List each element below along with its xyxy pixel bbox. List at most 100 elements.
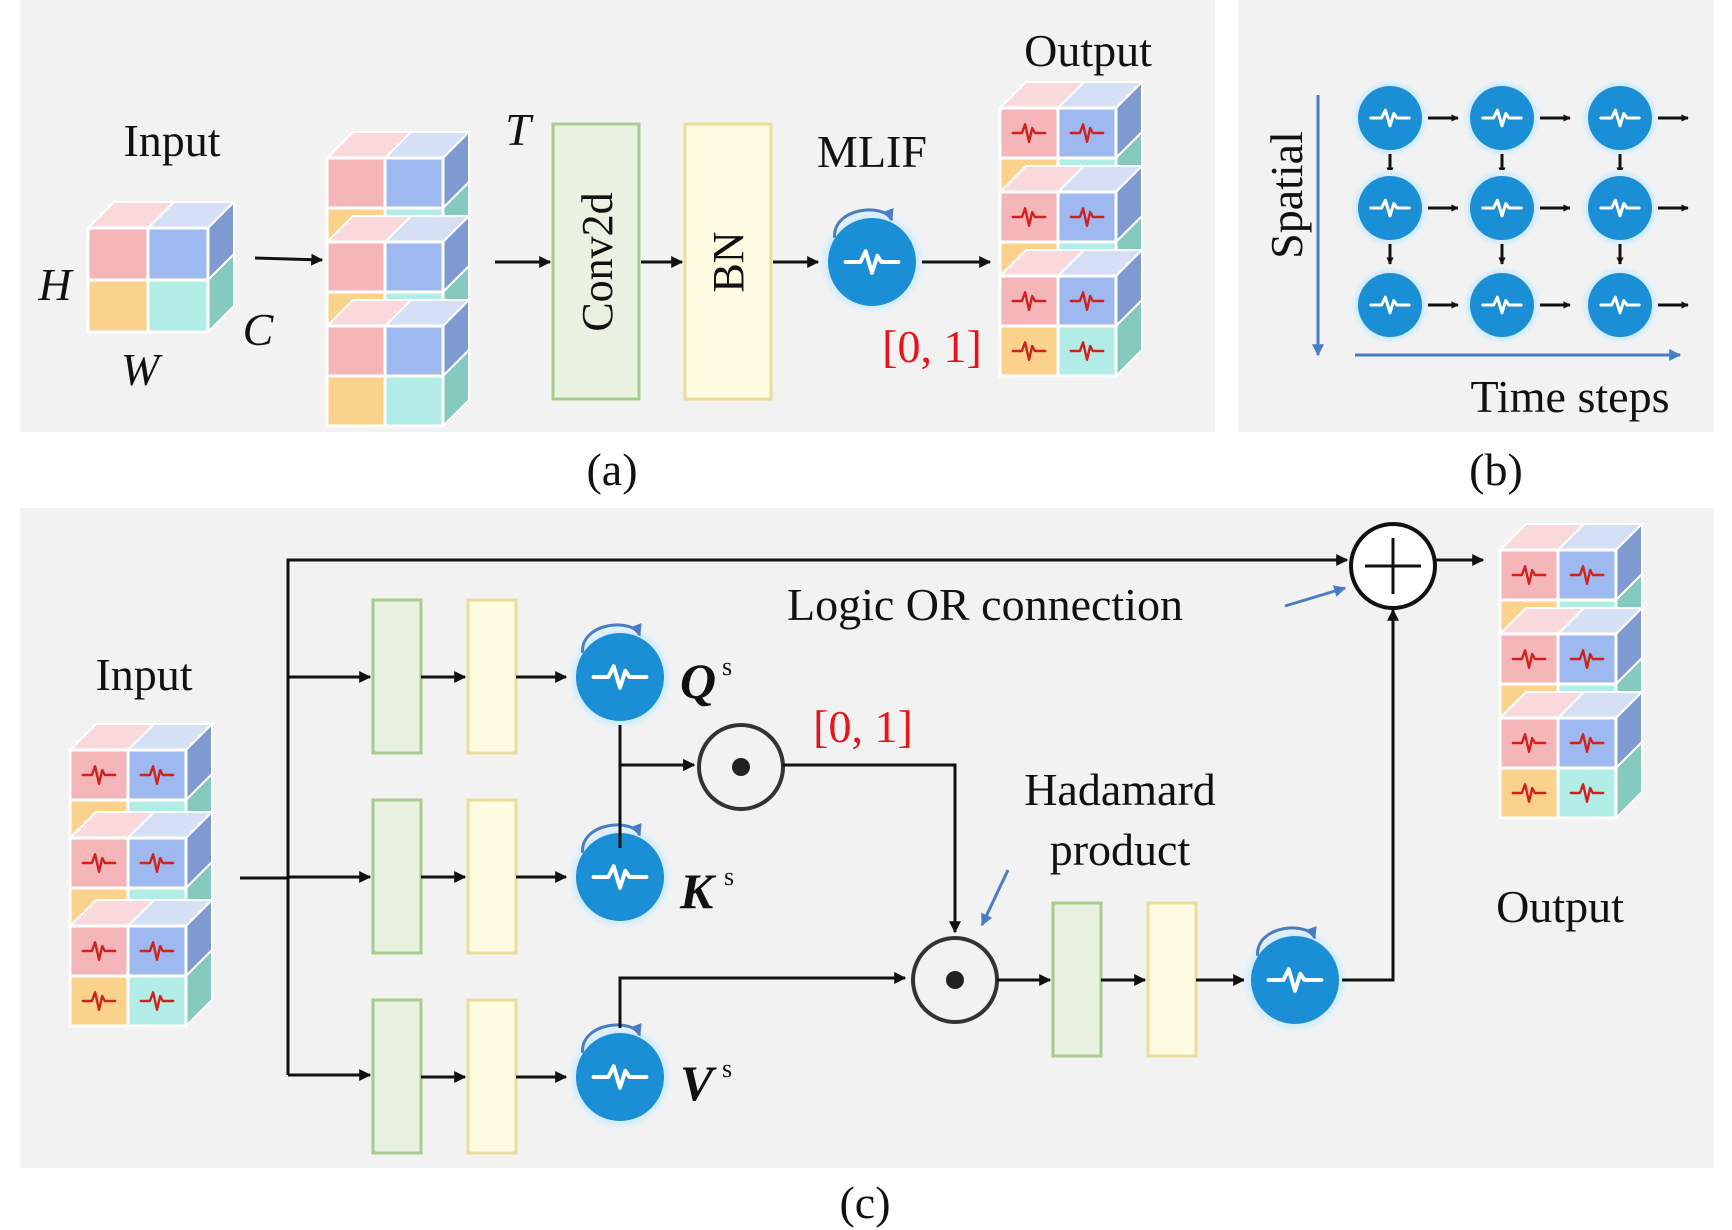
grid-neuron-spike-icon [1481,198,1523,218]
grid-neuron [1358,86,1422,150]
spike-icon [1511,733,1547,753]
cube-front-cell [383,324,445,378]
panel-a-input-label: Input [123,115,220,166]
arrow-v-to-hadamard [618,972,907,1028]
neuron-spike-icon [591,1064,649,1090]
neuron-body [576,833,664,921]
cube-front-cell [1056,106,1118,160]
grid-neuron [1588,176,1652,240]
spatio-temporal-neuron-grid [1352,80,1689,343]
panel-c-output-label: Output [1496,881,1624,932]
dim-t-label: T [505,104,534,155]
grid-neuron-spike-icon [1369,198,1411,218]
spike-icon [139,991,175,1011]
neuron-spike-icon [591,864,649,890]
q-conv-block [371,598,423,755]
cube-front-cell [998,324,1060,378]
cube-front-cell [325,240,387,294]
spike-icon [81,765,117,785]
spike-icon [81,991,117,1011]
neuron-spike-icon [591,664,649,690]
tensor-cube-2 [67,897,215,1029]
caption-c: (c) [839,1177,890,1228]
cube-front-cell [1056,324,1118,378]
arrow-input-to-tensor [254,253,324,266]
k-label: K [679,863,717,919]
dim-c-label: C [243,304,275,355]
cube-front-cell [383,374,445,428]
k-bn-block [466,798,518,955]
mlif-neuron [821,207,923,313]
q-superscript: s [722,652,732,681]
v-bn-block [466,998,518,1155]
cube-front-cell [383,156,445,210]
k-spiking-neuron [569,822,671,928]
spike-icon [1511,783,1547,803]
spike-icon [1011,123,1047,144]
conv2d-block [551,122,641,401]
caption-a: (a) [586,444,637,495]
tensor-cube-2 [1497,689,1645,821]
neuron-body [576,633,664,721]
recurrent-loop-arrow [581,1022,642,1053]
grid-neuron-spike-icon [1599,295,1641,315]
spike-icon [1569,649,1605,669]
spatial-axis-label: Spatial [1261,131,1312,259]
hadamard-product-center [946,971,964,989]
q-bn-block [466,598,518,755]
grid-neuron-spike-icon [1481,295,1523,315]
logic-or-label: Logic OR connection [787,579,1183,630]
conv2d-label: Conv2d [573,192,622,331]
cube-front-cell [126,836,188,890]
neuron-spike-icon [1266,967,1324,993]
spike-icon [1511,565,1547,585]
spike-icon [1069,123,1105,144]
panel-c: Input Output Q s K s V s [67,521,1645,1228]
cube-front-cell [1498,716,1560,770]
cube-front-cell [68,924,130,978]
spike-icon [139,941,175,961]
grid-neuron-spike-icon [1369,295,1411,315]
cube-front-cell [146,278,210,334]
spike-icon [1011,341,1047,361]
spike-icon [81,853,117,873]
panel-c-background [20,508,1714,1168]
cube-front-cell [1556,716,1618,770]
spike-icon [1569,565,1605,585]
panel-a-output-spike-tensor [997,79,1145,379]
k-conv-block [371,798,423,955]
logic-or-pointer-arrow [1284,585,1347,608]
cube-front-cell [325,324,387,378]
v-conv-block [371,998,423,1155]
grid-neuron [1588,86,1652,150]
cube-front-cell [998,106,1060,160]
recurrent-loop-arrow [581,622,642,653]
v-spiking-neuron [569,1022,671,1128]
arrow-neuron-to-or [1342,608,1399,982]
cube-front-cell [1556,766,1618,820]
neuron-body [1251,936,1339,1024]
cube-front-cell [126,974,188,1028]
dim-w-label: W [121,344,163,395]
cube-front-cell [68,748,130,802]
tensor-cube-2 [324,297,472,429]
neuron-body [576,1033,664,1121]
cube-front-cell [1556,548,1618,602]
cube-front-cell [68,974,130,1028]
v-label: V [680,1055,717,1111]
k-superscript: s [724,862,734,891]
panel-c-input-spike-tensor [67,721,215,1029]
cube-front-cell [1498,766,1560,820]
spike-icon [139,853,175,873]
grid-neuron [1470,86,1534,150]
grid-neuron-spike-icon [1599,108,1641,128]
hadamard-pointer-arrow [980,869,1010,927]
bn-label: BN [704,231,753,292]
panel-c-input-label: Input [95,649,192,700]
grid-neuron [1470,273,1534,337]
cube-front-cell [1056,274,1118,328]
dim-h-label: H [37,259,74,310]
cube-front-cell [126,924,188,978]
